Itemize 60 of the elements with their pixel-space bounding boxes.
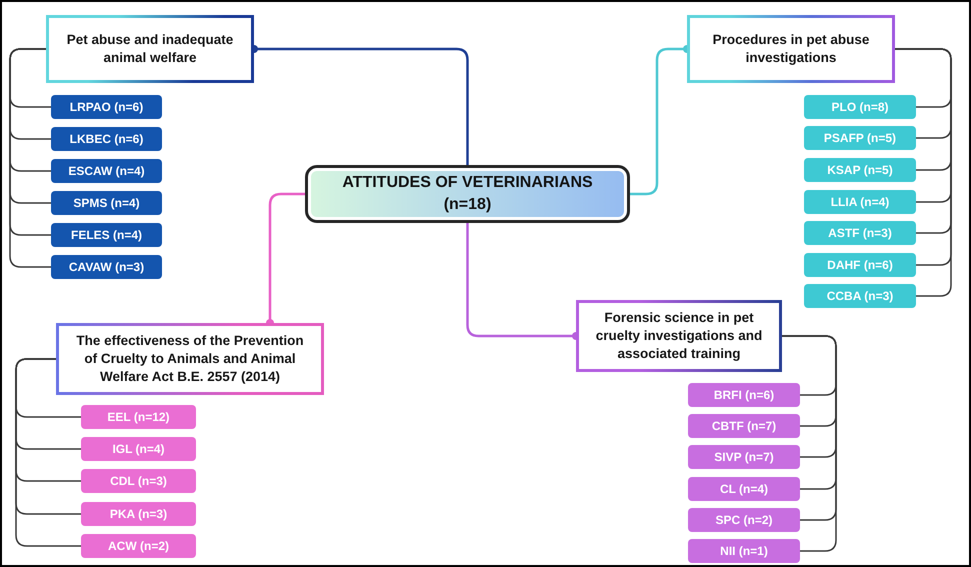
subtopic-box: [804, 284, 916, 308]
subtopic-box: [51, 95, 162, 119]
subtopic-label: EEL (n=12): [107, 409, 170, 425]
subtopic-box: [688, 477, 800, 501]
subtopic-box: [688, 414, 800, 438]
subtopic-box: [804, 126, 916, 150]
topic-title: Forensic science in pet cruelty investigations and associated training: [594, 309, 764, 363]
subtopic-box: [81, 405, 196, 429]
topic-title: Procedures in pet abuse investigations: [712, 31, 870, 67]
topic-box: [46, 15, 254, 83]
subtopic-label: SPC (n=2): [715, 512, 772, 528]
bracket-connector: [15, 358, 81, 547]
subtopic-label: ACW (n=2): [108, 538, 169, 554]
subtopic-box: [804, 95, 916, 119]
subtopic-label: LLIA (n=4): [830, 194, 890, 210]
topic-title: The effectiveness of the Prevention of Cruelty to Animals and Animal Welfare Act B.E. 2557 (2014): [75, 332, 305, 386]
subtopic-box: [688, 508, 800, 532]
subtopic-label: LRPAO (n=6): [70, 99, 144, 115]
subtopic-label: DAHF (n=6): [827, 257, 893, 273]
subtopic-box: [51, 191, 162, 215]
topic-box: [56, 323, 324, 395]
subtopic-box: [81, 437, 196, 461]
subtopic-label: ASTF (n=3): [828, 225, 892, 241]
subtopic-label: BRFI (n=6): [714, 387, 774, 403]
subtopic-label: FELES (n=4): [70, 227, 142, 243]
subtopic-label: CAVAW (n=3): [68, 259, 144, 275]
subtopic-box: [51, 127, 162, 151]
topic-box: [576, 300, 782, 372]
subtopic-box: [81, 469, 196, 493]
central-topic-box: [305, 165, 630, 223]
subtopic-box: [804, 190, 916, 214]
subtopic-box: [688, 445, 800, 469]
topic-title: Pet abuse and inadequate animal welfare: [66, 31, 234, 67]
central-topic-title: ATTITUDES OF VETERINARIANS: [342, 173, 593, 193]
subtopic-label: CDL (n=3): [110, 473, 167, 489]
subtopic-label: NII (n=1): [720, 543, 768, 559]
subtopic-label: CCBA (n=3): [826, 288, 894, 304]
topic-box: [687, 15, 895, 83]
subtopic-label: SIVP (n=7): [714, 449, 774, 465]
subtopic-box: [51, 223, 162, 247]
subtopic-label: IGL (n=4): [112, 441, 165, 457]
subtopic-label: PLO (n=8): [831, 99, 888, 115]
subtopic-label: PKA (n=3): [110, 506, 168, 522]
subtopic-label: PSAFP (n=5): [824, 130, 896, 146]
sample-size-label: (n=18): [444, 195, 492, 215]
subtopic-box: [81, 502, 196, 526]
subtopic-box: [51, 255, 162, 279]
subtopic-label: ESCAW (n=4): [68, 163, 145, 179]
subtopic-box: [804, 221, 916, 245]
subtopic-box: [81, 534, 196, 558]
subtopic-box: [804, 253, 916, 277]
subtopic-label: CL (n=4): [720, 481, 768, 497]
subtopic-box: [688, 539, 800, 563]
subtopic-box: [51, 159, 162, 183]
subtopic-label: LKBEC (n=6): [70, 131, 144, 147]
subtopic-box: [688, 383, 800, 407]
subtopic-box: [804, 158, 916, 182]
subtopic-label: SPMS (n=4): [73, 195, 140, 211]
subtopic-label: CBTF (n=7): [712, 418, 776, 434]
subtopic-label: KSAP (n=5): [827, 162, 893, 178]
